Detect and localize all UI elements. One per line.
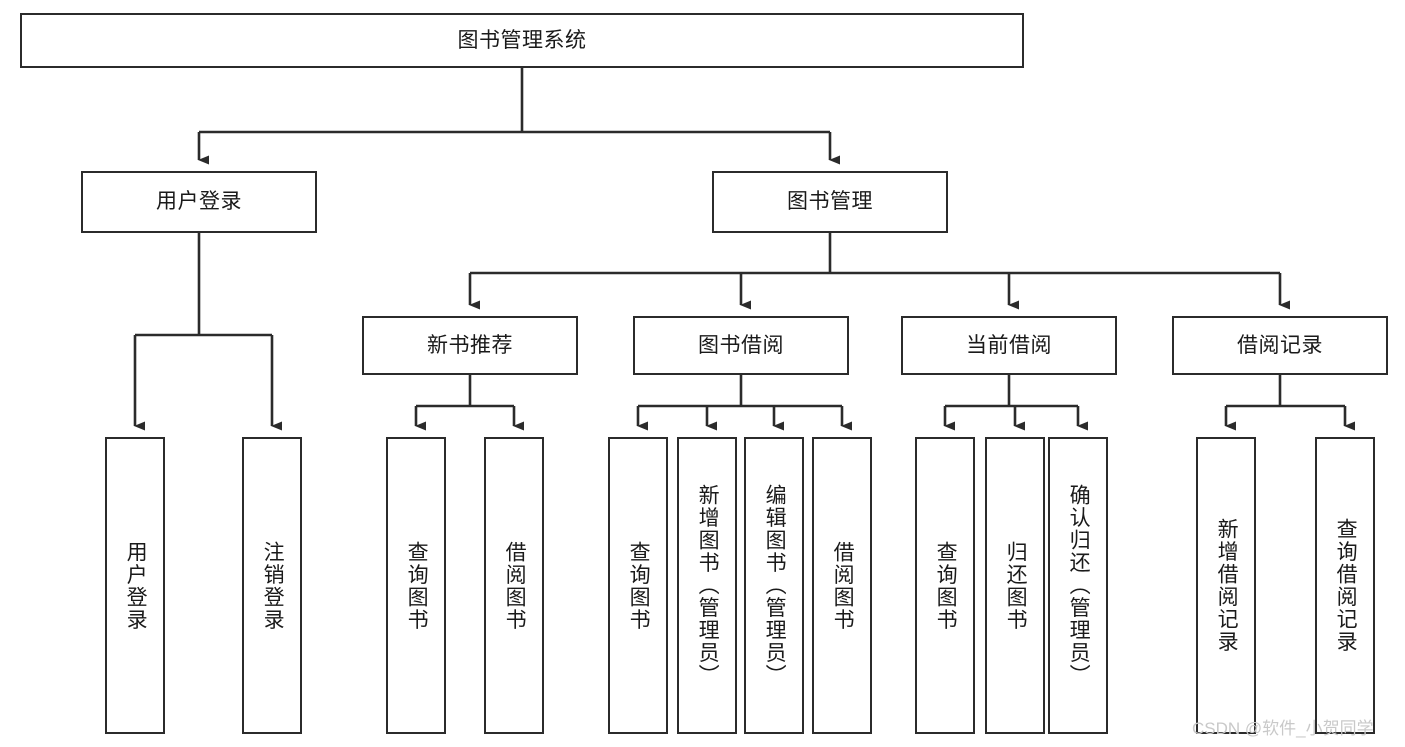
node-leaf-return-book-label: 归还图书 bbox=[1004, 540, 1028, 631]
node-leaf-user-login[interactable]: 用户登录 bbox=[105, 437, 165, 734]
node-current-borrow-label: 当前借阅 bbox=[966, 333, 1052, 357]
node-leaf-add-book-label: 新增图书（管理员） bbox=[696, 484, 720, 687]
node-leaf-logout[interactable]: 注销登录 bbox=[242, 437, 302, 734]
node-leaf-query-book-borrow-label: 查询图书 bbox=[627, 540, 651, 631]
node-current-borrow[interactable]: 当前借阅 bbox=[901, 316, 1117, 375]
node-book-borrow-label: 图书借阅 bbox=[698, 333, 784, 357]
node-leaf-query-borrow-record-label: 查询借阅记录 bbox=[1334, 518, 1358, 653]
node-leaf-return-book[interactable]: 归还图书 bbox=[985, 437, 1045, 734]
node-book-borrow[interactable]: 图书借阅 bbox=[633, 316, 849, 375]
node-leaf-query-book-current-label: 查询图书 bbox=[934, 540, 958, 631]
node-leaf-logout-label: 注销登录 bbox=[261, 540, 285, 631]
node-leaf-borrow-book-recommend[interactable]: 借阅图书 bbox=[484, 437, 544, 734]
node-leaf-query-book-recommend-label: 查询图书 bbox=[405, 540, 429, 631]
node-user-login-label: 用户登录 bbox=[156, 190, 242, 214]
node-borrow-record-label: 借阅记录 bbox=[1237, 333, 1323, 357]
node-root[interactable]: 图书管理系统 bbox=[20, 13, 1024, 68]
node-leaf-borrow-book-recommend-label: 借阅图书 bbox=[503, 540, 527, 631]
node-root-label: 图书管理系统 bbox=[457, 28, 587, 52]
node-leaf-add-borrow-record[interactable]: 新增借阅记录 bbox=[1196, 437, 1256, 734]
node-leaf-edit-book[interactable]: 编辑图书（管理员） bbox=[744, 437, 804, 734]
node-leaf-query-book-borrow[interactable]: 查询图书 bbox=[608, 437, 668, 734]
node-leaf-query-book-recommend[interactable]: 查询图书 bbox=[386, 437, 446, 734]
node-leaf-add-borrow-record-label: 新增借阅记录 bbox=[1215, 518, 1239, 653]
node-leaf-query-book-current[interactable]: 查询图书 bbox=[915, 437, 975, 734]
node-user-login[interactable]: 用户登录 bbox=[81, 171, 317, 233]
node-book-management[interactable]: 图书管理 bbox=[712, 171, 948, 233]
node-leaf-user-login-label: 用户登录 bbox=[124, 540, 148, 631]
node-new-book-recommend-label: 新书推荐 bbox=[427, 333, 513, 357]
node-leaf-add-book[interactable]: 新增图书（管理员） bbox=[677, 437, 737, 734]
node-leaf-borrow-book[interactable]: 借阅图书 bbox=[812, 437, 872, 734]
node-book-management-label: 图书管理 bbox=[787, 190, 873, 214]
node-leaf-confirm-return-label: 确认归还（管理员） bbox=[1067, 484, 1091, 687]
watermark: CSDN @软件_小贺同学 bbox=[1192, 719, 1374, 738]
node-new-book-recommend[interactable]: 新书推荐 bbox=[362, 316, 578, 375]
node-leaf-confirm-return[interactable]: 确认归还（管理员） bbox=[1048, 437, 1108, 734]
node-leaf-query-borrow-record[interactable]: 查询借阅记录 bbox=[1315, 437, 1375, 734]
node-leaf-borrow-book-label: 借阅图书 bbox=[831, 540, 855, 631]
node-leaf-edit-book-label: 编辑图书（管理员） bbox=[763, 484, 787, 687]
node-borrow-record[interactable]: 借阅记录 bbox=[1172, 316, 1388, 375]
